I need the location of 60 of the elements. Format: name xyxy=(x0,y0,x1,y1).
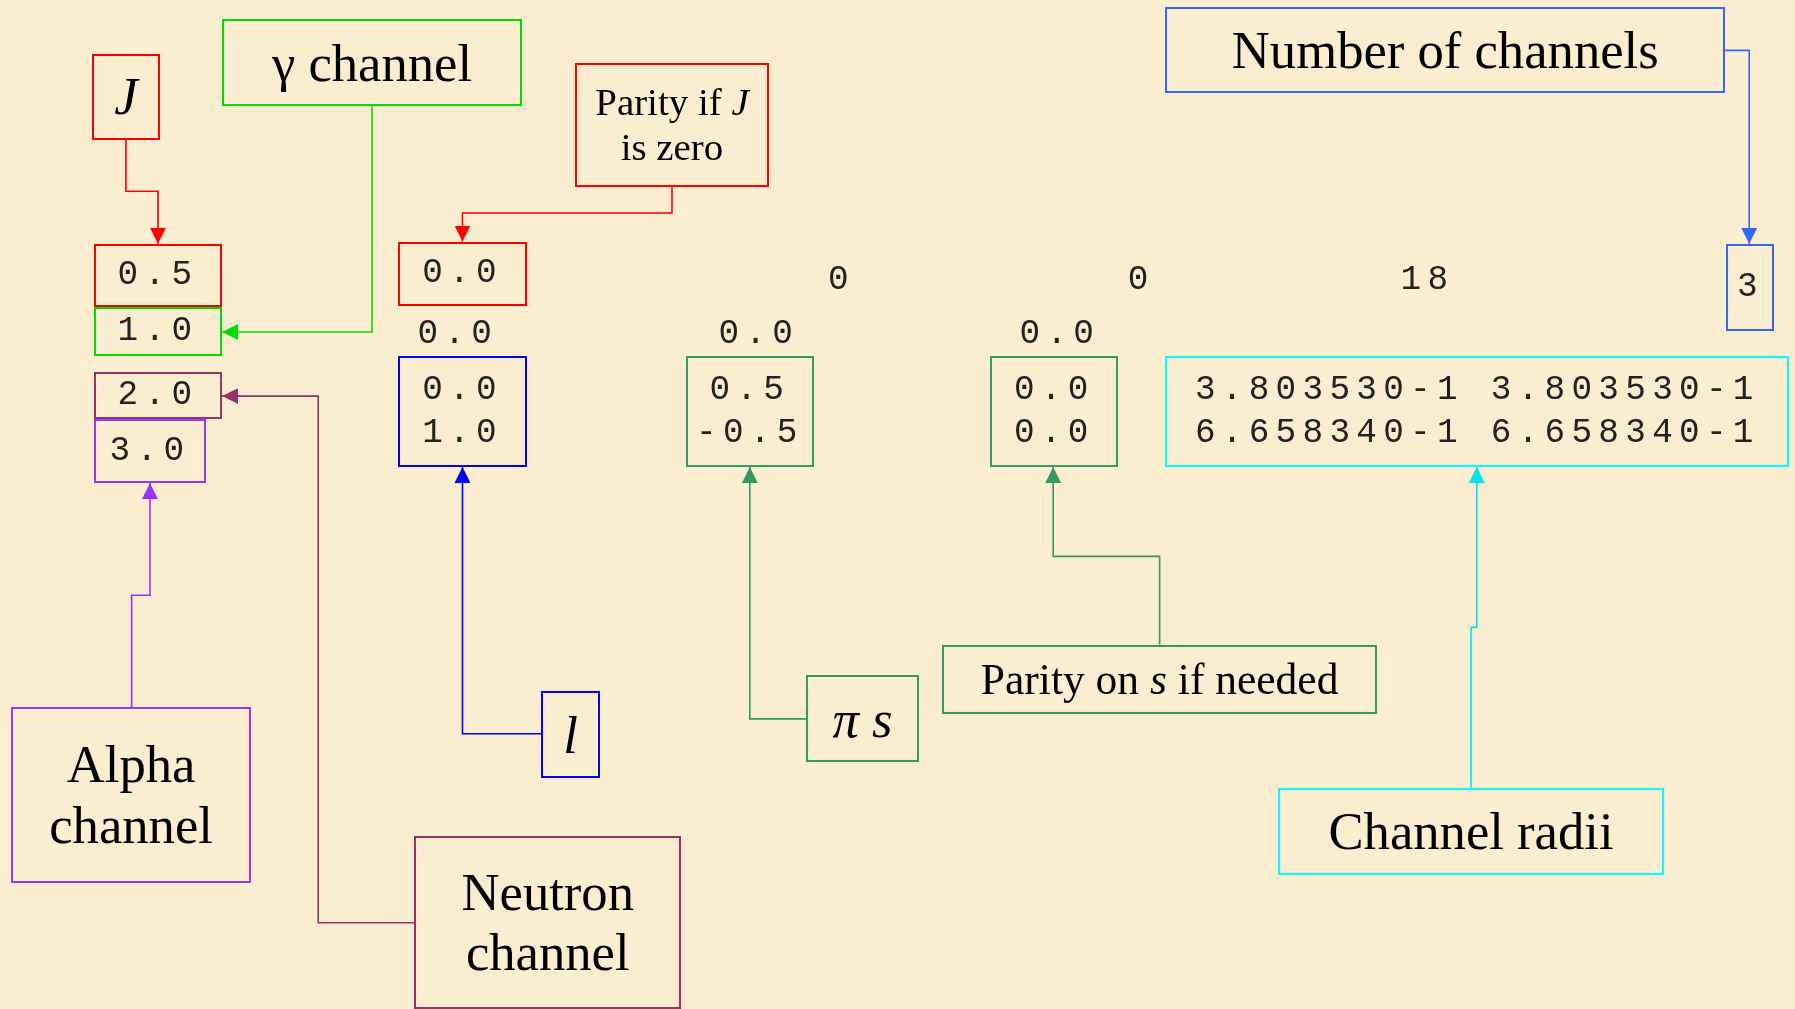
number-value: 0.0 xyxy=(1019,312,1101,355)
value-box xyxy=(93,419,207,484)
number-value: 0.0 xyxy=(718,312,800,355)
value-box xyxy=(685,356,814,468)
number-value: 6.658340-1 6.658340-1 xyxy=(1194,411,1760,454)
annotation-box xyxy=(541,691,600,779)
number-value: 0 xyxy=(1127,258,1155,301)
arrow xyxy=(1045,466,1161,646)
value-box xyxy=(1726,243,1775,331)
arrow xyxy=(454,185,673,243)
number-value: 3.803530-1 3.803530-1 xyxy=(1194,368,1760,411)
number-value: 0 xyxy=(827,258,855,301)
annotation-box xyxy=(11,707,251,883)
annotation-label: Channel radii xyxy=(1327,800,1615,862)
number-value: 3.0 xyxy=(109,429,191,472)
annotation-label: π s xyxy=(831,688,894,750)
arrow xyxy=(221,388,416,924)
annotation-box xyxy=(414,835,682,1009)
annotation-box xyxy=(805,675,920,763)
number-value: 18 xyxy=(1400,258,1455,301)
annotation-label: l xyxy=(562,704,579,766)
annotation-box xyxy=(574,62,770,187)
arrow xyxy=(1468,466,1485,789)
value-box xyxy=(93,372,223,419)
number-value: 0.0 xyxy=(422,252,503,295)
arrow xyxy=(221,105,373,340)
annotation-box xyxy=(942,644,1378,715)
value-box xyxy=(1165,356,1790,468)
annotation-label: J xyxy=(113,66,141,127)
arrow xyxy=(125,138,166,245)
number-value: 0.0 xyxy=(1013,368,1095,411)
annotation-label: Number of channels xyxy=(1230,19,1660,81)
number-value: 0.0 xyxy=(422,368,503,411)
arrow xyxy=(454,466,543,735)
number-value: 0.5 xyxy=(709,368,791,411)
annotation-box xyxy=(1165,6,1726,93)
value-box xyxy=(398,241,527,306)
number-value: 3 xyxy=(1736,265,1764,308)
arrow xyxy=(130,482,158,709)
arrow xyxy=(1724,49,1758,245)
annotation-label: Parity on s if needed xyxy=(979,654,1340,705)
value-box xyxy=(990,356,1119,468)
number-value: 0.0 xyxy=(1013,411,1095,454)
number-value: 2.0 xyxy=(117,374,199,417)
annotation-label: Neutron channel xyxy=(460,861,635,983)
number-value: 1.0 xyxy=(117,309,199,352)
annotation-label: Alpha channel xyxy=(48,734,214,856)
value-box xyxy=(398,356,527,468)
number-value: 0.5 xyxy=(117,253,199,296)
value-box xyxy=(93,243,223,307)
annotation-box xyxy=(222,19,522,107)
value-box xyxy=(93,306,223,356)
annotation-box xyxy=(1277,787,1665,875)
number-value: 1.0 xyxy=(422,411,503,454)
number-value: 0.0 xyxy=(417,312,499,355)
annotation-label: γ channel xyxy=(271,32,474,94)
arrow xyxy=(741,466,807,720)
annotation-box xyxy=(91,53,161,140)
annotation-label: Parity if J is zero xyxy=(594,80,752,170)
number-value: -0.5 xyxy=(696,411,804,454)
